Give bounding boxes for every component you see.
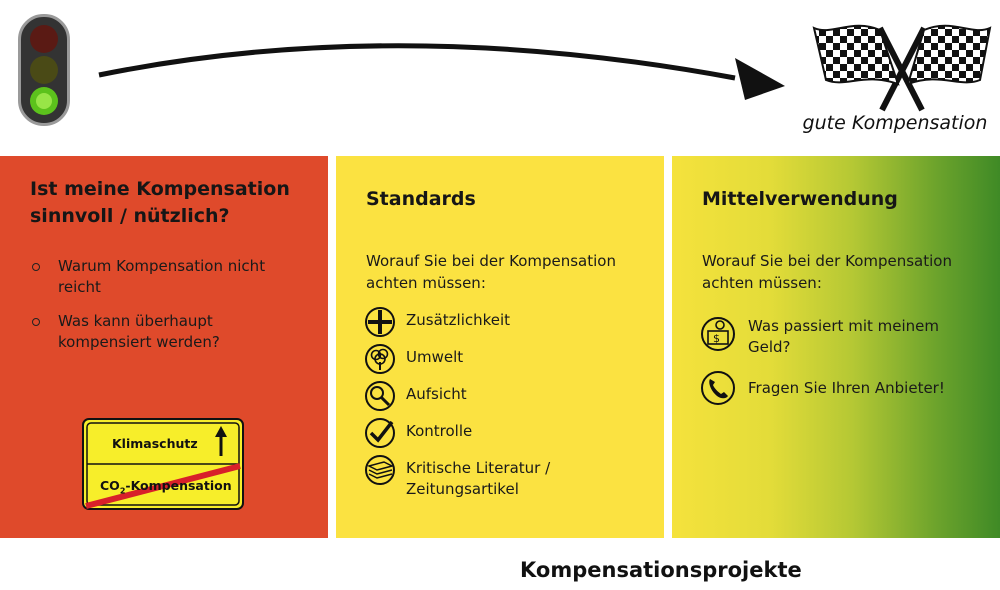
bullet-list: Warum Kompensation nicht reicht Was kann… — [30, 256, 310, 366]
panel-intro: Worauf Sie bei der Kompensation achten m… — [702, 252, 952, 292]
list-item-label: Was kann überhaupt kompensiert werden? — [58, 312, 220, 351]
panel-heading: Mittelverwendung — [702, 188, 898, 210]
panel-heading: Ist meine Kompensation sinnvoll / nützli… — [30, 178, 290, 227]
fund-usage-list: $ Was passiert mit meinem Geld? Fragen S… — [700, 316, 990, 418]
list-item: Kontrolle — [364, 418, 654, 458]
list-item-label: Zusätzlichkeit — [406, 311, 511, 329]
panel-compensation-usefulness: Ist meine Kompensation sinnvoll / nützli… — [0, 156, 328, 538]
town-exit-sign: Klimaschutz CO2-Kompensation — [82, 418, 244, 510]
criteria-list: Zusätzlichkeit Umwelt Aufsicht Kontrolle… — [364, 307, 654, 504]
list-item: Was kann überhaupt kompensiert werden? — [30, 311, 310, 353]
list-item-label: Kritische Literatur / Zeitungsartikel — [406, 459, 551, 498]
phone-icon — [701, 371, 735, 405]
bullet-icon — [32, 263, 40, 271]
list-item-label: Aufsicht — [406, 385, 467, 403]
tree-icon — [365, 344, 395, 374]
list-item: Umwelt — [364, 344, 654, 384]
list-item: Aufsicht — [364, 381, 654, 421]
list-item: Fragen Sie Ihren Anbieter! — [700, 370, 990, 406]
list-item: Warum Kompensation nicht reicht — [30, 256, 310, 298]
panel-fund-usage: Mittelverwendung Worauf Sie bei der Komp… — [672, 156, 1000, 538]
list-item-label: Fragen Sie Ihren Anbieter! — [748, 379, 945, 397]
list-item-label: Kontrolle — [406, 422, 473, 440]
list-item: Zusätzlichkeit — [364, 307, 654, 347]
goal-label: gute Kompensation — [802, 112, 988, 134]
paper-stack-icon — [365, 455, 395, 485]
progress-arrow — [98, 43, 785, 100]
panel-intro: Worauf Sie bei der Kompensation achten m… — [366, 252, 616, 292]
money-person-icon: $ — [701, 317, 735, 351]
traffic-light-icon — [18, 14, 70, 126]
footer-title: Kompensationsprojekte — [520, 558, 802, 582]
list-item: Kritische Literatur / Zeitungsartikel — [364, 455, 654, 504]
list-item-label: Warum Kompensation nicht reicht — [58, 257, 266, 296]
panel-standards: Standards Worauf Sie bei der Kompensatio… — [336, 156, 664, 538]
panel-heading: Standards — [366, 188, 476, 210]
town-exit-sign-icon — [82, 418, 244, 510]
magnifier-icon — [365, 381, 395, 411]
plus-icon — [365, 307, 395, 337]
sign-top-label: Klimaschutz — [112, 436, 198, 451]
svg-text:$: $ — [713, 332, 720, 345]
checkered-flags-icon — [812, 24, 992, 112]
checkmark-icon — [365, 418, 395, 448]
list-item-label: Umwelt — [406, 348, 464, 366]
list-item-label: Was passiert mit meinem Geld? — [748, 317, 939, 356]
bullet-icon — [32, 318, 40, 326]
list-item: $ Was passiert mit meinem Geld? — [700, 316, 990, 358]
sign-bottom-label: CO2-Kompensation — [100, 478, 232, 496]
